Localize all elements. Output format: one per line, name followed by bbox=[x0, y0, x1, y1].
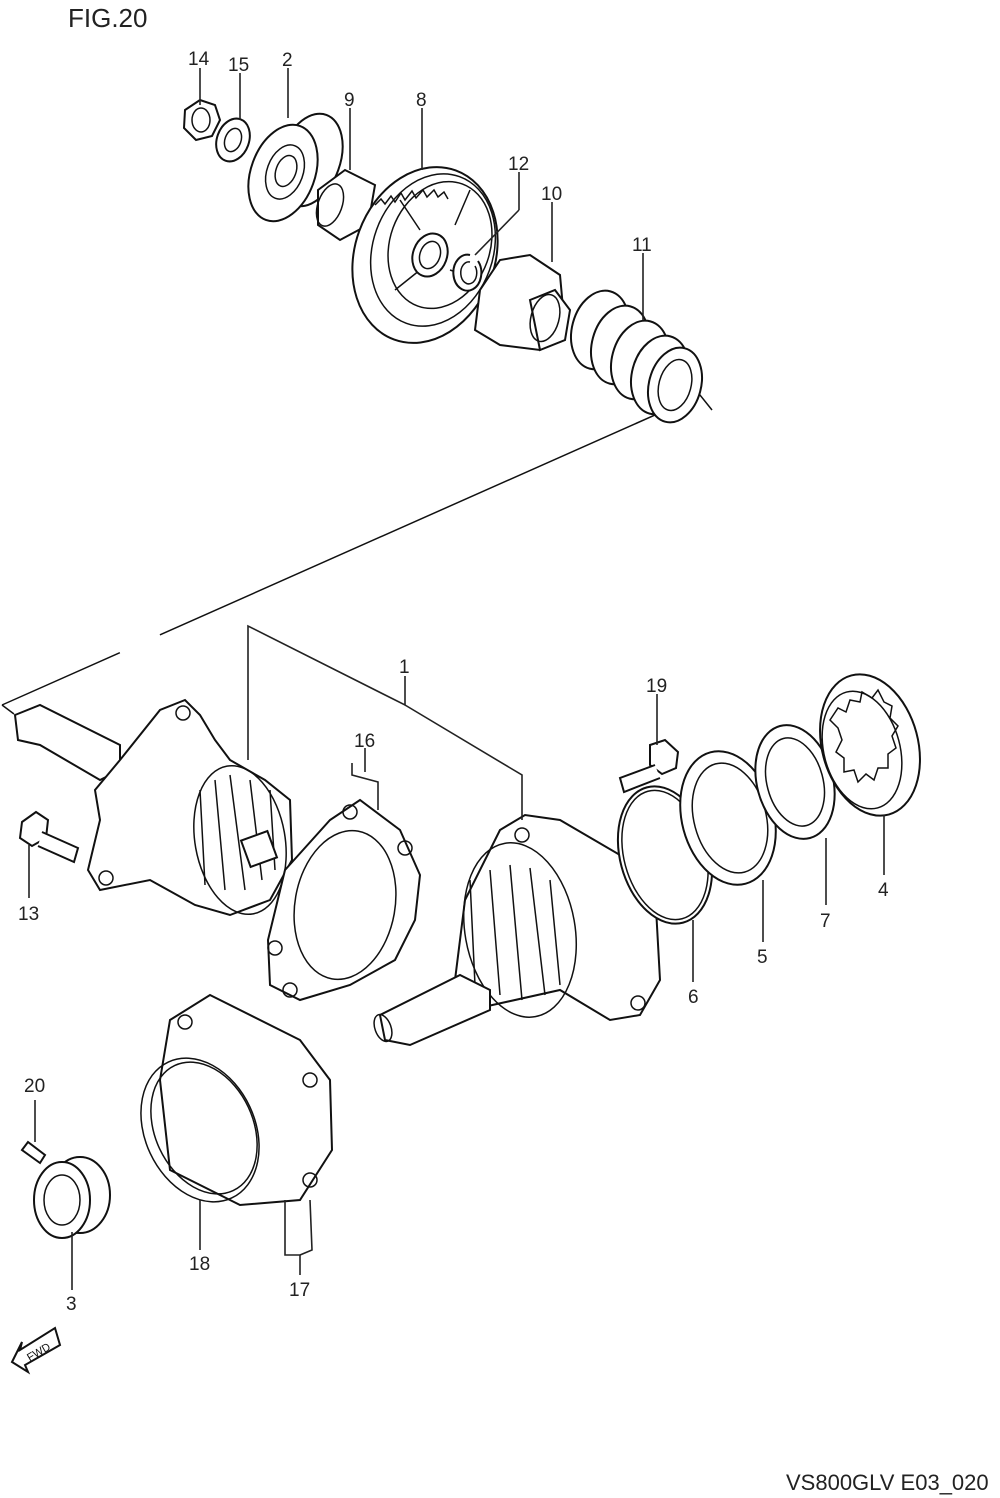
part-5-oil-seal bbox=[679, 750, 777, 886]
callout-11: 11 bbox=[632, 235, 652, 256]
part-13-bolt bbox=[18, 810, 80, 864]
callout-5: 5 bbox=[757, 947, 768, 968]
callout-17: 17 bbox=[289, 1280, 310, 1301]
part-4-ring-nut bbox=[819, 673, 921, 817]
fwd-arrow: FWD bbox=[10, 1326, 62, 1375]
part-19-bolt bbox=[618, 738, 680, 794]
part-20-dowel-pin bbox=[20, 1140, 47, 1165]
callout-3: 3 bbox=[66, 1294, 77, 1315]
callout-2: 2 bbox=[282, 50, 293, 71]
callout-18: 18 bbox=[189, 1254, 210, 1275]
callout-19: 19 bbox=[646, 676, 667, 697]
callout-7: 7 bbox=[820, 911, 831, 932]
part-1-drive-housing-right bbox=[373, 813, 662, 1047]
callout-15: 15 bbox=[228, 55, 249, 76]
part-18-o-ring bbox=[140, 1057, 260, 1203]
part-8-gear bbox=[351, 166, 499, 344]
callout-1: 1 bbox=[399, 657, 410, 678]
callout-10: 10 bbox=[541, 184, 562, 205]
part-2-bearing bbox=[247, 112, 344, 223]
part-11-spring bbox=[570, 289, 703, 424]
callout-4: 4 bbox=[878, 880, 889, 901]
callout-8: 8 bbox=[416, 90, 427, 111]
callout-labels: 14 15 2 9 8 12 10 11 1 19 16 13 4 7 5 6 … bbox=[18, 49, 889, 1315]
part-10-cam-dog bbox=[473, 253, 572, 352]
leader-lines bbox=[28, 68, 885, 1290]
assembly-plane-outline bbox=[1, 394, 713, 715]
callout-9: 9 bbox=[344, 90, 355, 111]
part-3-needle-bearing bbox=[33, 1156, 111, 1239]
callout-20: 20 bbox=[24, 1076, 45, 1097]
callout-16: 16 bbox=[354, 731, 375, 752]
figure-title: FIG.20 bbox=[68, 3, 147, 33]
callout-13: 13 bbox=[18, 904, 39, 925]
callout-12: 12 bbox=[508, 154, 529, 175]
part-12-circlip bbox=[452, 253, 483, 292]
callout-14: 14 bbox=[188, 49, 210, 70]
figure-code: VS800GLV E03_020 bbox=[786, 1470, 989, 1495]
part-15-washer bbox=[215, 117, 251, 163]
part-1-drive-housing-left bbox=[13, 698, 294, 917]
callout-6: 6 bbox=[688, 987, 699, 1008]
part-16-gasket bbox=[266, 798, 422, 1002]
part-14-nut bbox=[182, 98, 222, 142]
